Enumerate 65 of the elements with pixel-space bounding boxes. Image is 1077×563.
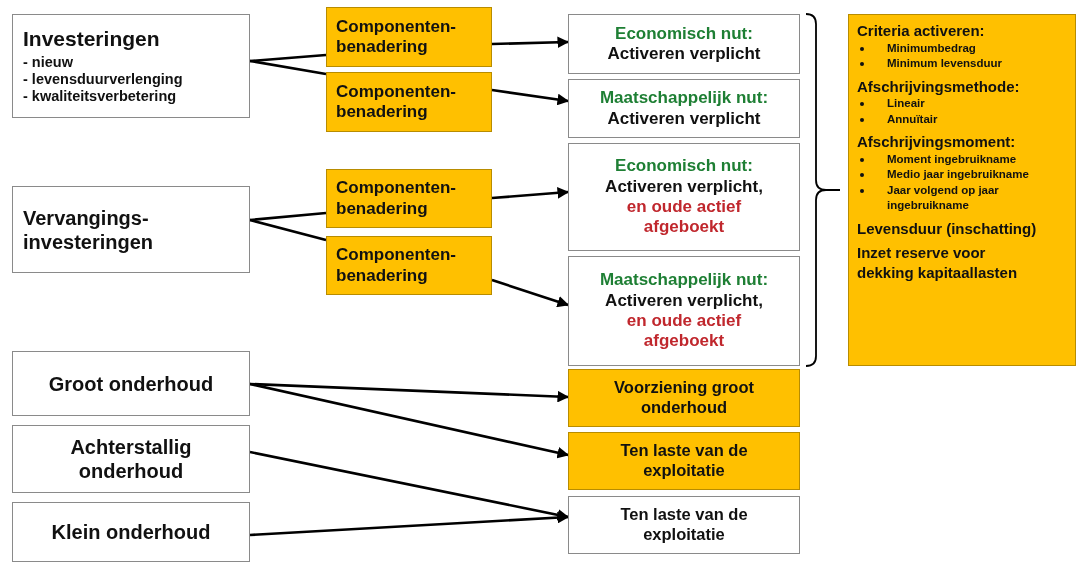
- bullet-item: Moment ingebruikname: [857, 151, 1045, 168]
- arrow: [249, 511, 570, 537]
- box-text: Ten laste van de exploitatie: [619, 505, 749, 545]
- panel-heading: Afschrijvingsmoment:: [857, 132, 1017, 152]
- connector-line: [249, 218, 327, 242]
- list-item: - levensduurverlenging: [23, 70, 184, 89]
- connector-line: [249, 53, 327, 63]
- process-box: [326, 169, 492, 228]
- arrow: [249, 450, 570, 521]
- process-box: [326, 72, 492, 132]
- box-text: Achterstallig onderhoud: [69, 435, 193, 483]
- box-heading: Economisch nut:: [614, 23, 754, 44]
- box-heading: Investeringen: [23, 26, 161, 52]
- box-text: Componenten- benadering: [336, 81, 457, 123]
- process-box: [568, 369, 800, 427]
- box-text: Componenten- benadering: [336, 178, 457, 219]
- process-box: [326, 7, 492, 67]
- process-box: [12, 186, 250, 273]
- box-text: Klein onderhoud: [50, 520, 212, 544]
- process-box: [568, 79, 800, 138]
- box-heading: Maatschappelijk nut:: [598, 88, 770, 109]
- panel-heading: Levensduur (inschatting): [857, 218, 1038, 239]
- process-box: [326, 236, 492, 295]
- process-box: [12, 425, 250, 493]
- box-heading: Maatschappelijk nut:: [598, 270, 770, 291]
- box-text: Activeren verplicht,: [604, 290, 764, 311]
- box-text: Vervangings- investeringen: [23, 205, 155, 254]
- box-text: en oude actief afgeboekt: [625, 197, 743, 238]
- panel-heading: Criteria activeren:: [857, 21, 986, 41]
- criteria-panel: [848, 14, 1076, 366]
- process-box: [12, 351, 250, 416]
- box-text: Componenten- benadering: [336, 245, 457, 286]
- process-box: [568, 432, 800, 490]
- arrow: [491, 88, 570, 106]
- box-text: Ten laste van de exploitatie: [619, 441, 749, 481]
- bullet-item: Lineair: [857, 96, 1045, 112]
- box-text: Groot onderhoud: [47, 371, 215, 396]
- process-box: [568, 496, 800, 554]
- bullet-item: Minimum levensduur: [857, 56, 1045, 72]
- box-text: en oude actief afgeboekt: [625, 311, 743, 352]
- box-text: Componenten- benadering: [336, 16, 457, 58]
- bullet-item: Annuïtair: [857, 111, 1045, 128]
- arrow: [249, 382, 570, 459]
- arrow: [491, 36, 570, 49]
- panel-heading: Inzet reserve voor dekking kapitaallasten: [857, 243, 1019, 283]
- connector-line: [249, 211, 327, 222]
- box-text: Voorziening groot onderhoud: [613, 378, 755, 418]
- bullet-item: Medio jaar ingebruikname: [857, 167, 1045, 183]
- box-text: Activeren verplicht,: [604, 176, 764, 197]
- arrow: [491, 278, 570, 308]
- process-box: [568, 143, 800, 251]
- process-box: [568, 14, 800, 74]
- box-text: Activeren verplicht: [606, 108, 762, 129]
- box-text: Activeren verplicht: [606, 44, 762, 65]
- bullet-item: Minimumbedrag: [857, 40, 1045, 56]
- list-item: - nieuw: [23, 53, 74, 71]
- connector-line: [249, 59, 327, 76]
- list-item: - kwaliteitsverbetering: [23, 88, 178, 106]
- process-box: [568, 256, 800, 366]
- arrow: [491, 187, 570, 200]
- process-box: [12, 14, 250, 118]
- process-box: [12, 502, 250, 562]
- box-heading: Economisch nut:: [614, 156, 754, 177]
- panel-heading: Afschrijvingsmethode:: [857, 76, 1021, 97]
- bullet-item: Jaar volgend op jaar ingebruikname: [857, 182, 1045, 214]
